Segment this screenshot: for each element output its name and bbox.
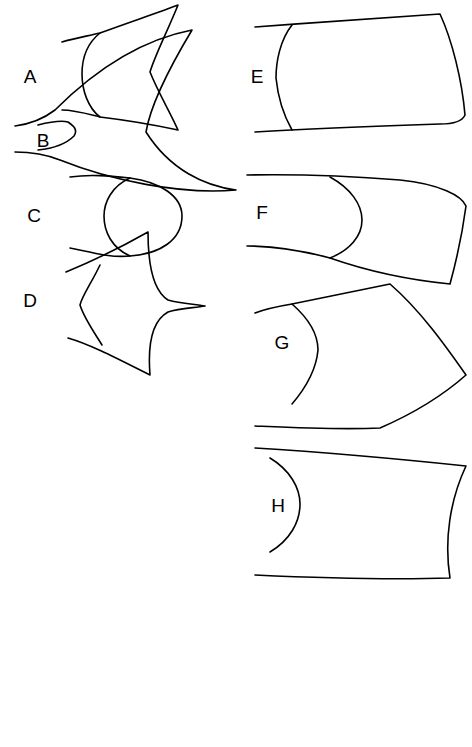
hypural-line-e xyxy=(276,25,292,130)
fin-outline-b xyxy=(15,30,236,191)
fin-outline-g xyxy=(255,284,466,429)
fin-outline-d xyxy=(66,232,205,375)
hypural-line-g xyxy=(292,304,318,404)
fin-letter: D xyxy=(23,291,37,310)
hypural-line-h xyxy=(270,458,300,552)
fin-letter: A xyxy=(24,67,37,86)
fin-letter: C xyxy=(27,206,41,225)
fin-letter: F xyxy=(256,203,268,222)
fin-outline-h xyxy=(255,448,466,579)
fin-letter: B xyxy=(37,131,50,150)
hypural-line-a xyxy=(82,33,100,117)
fin-outline-a xyxy=(62,5,178,130)
fin-outline-e xyxy=(255,14,465,132)
hypural-line-d xyxy=(80,265,102,345)
fin-outline-f xyxy=(247,175,466,284)
fin-letter: E xyxy=(251,67,264,86)
fin-letter: H xyxy=(271,496,285,515)
hypural-line-f xyxy=(330,177,362,258)
fin-letter: G xyxy=(275,333,290,352)
